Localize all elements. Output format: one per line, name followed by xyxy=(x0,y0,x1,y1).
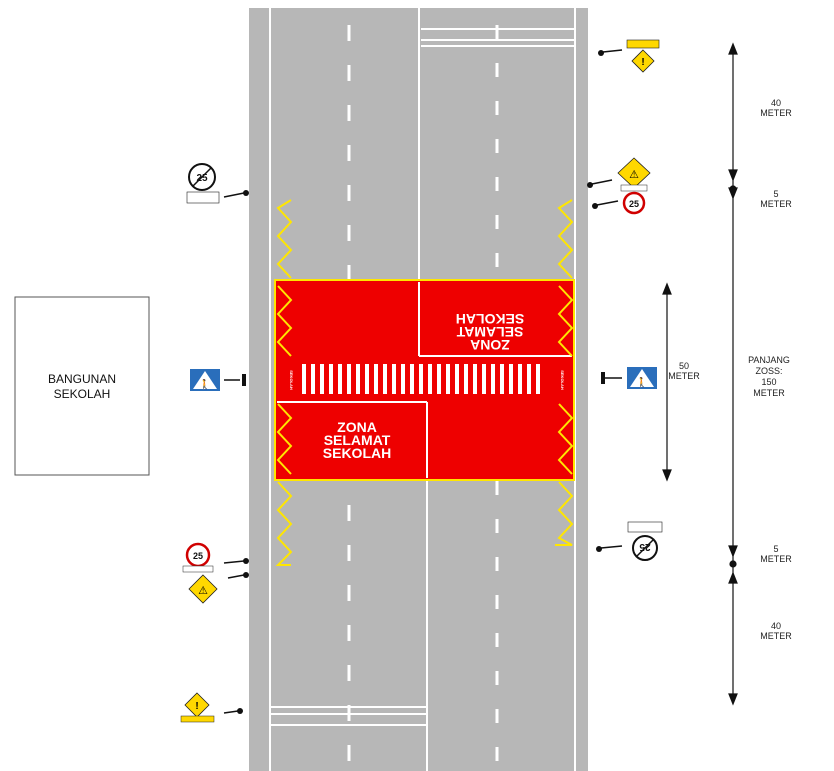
zone-upper-text-3: SEKOLAH xyxy=(456,311,524,327)
school-zone: ZONA SELAMAT SEKOLAH ZONA SELAMAT SEKOLA… xyxy=(274,279,575,481)
zebra-stripe xyxy=(392,364,396,394)
dimension-labels: 40 METER 5 METER 50 METER PANJANG ZOSS: … xyxy=(668,98,792,641)
zigzag-left-zone xyxy=(276,285,293,357)
zigzag-markings xyxy=(275,199,574,566)
pedestrian-icon: 🚶 xyxy=(636,376,648,389)
sign-warning-bottom-left: ! xyxy=(180,692,243,723)
sign-children-crossing-right: ⚠ xyxy=(587,157,651,192)
dim-top-unit: METER xyxy=(760,108,792,118)
school-building: BANGUNAN SEKOLAH xyxy=(14,296,150,476)
sign-speed-limit-left-lower: 25 xyxy=(182,542,249,573)
zebra-stripe xyxy=(365,364,369,394)
zebra-stripe xyxy=(374,364,378,394)
dim-total-line1: PANJANG xyxy=(748,355,790,365)
dim-total-line2: ZOSS: xyxy=(755,366,782,376)
crossing-right-tag: SEKOLAH xyxy=(560,370,565,390)
zebra-stripe xyxy=(302,364,306,394)
zebra-stripe xyxy=(446,364,450,394)
sign-children-crossing-left: ⚠ xyxy=(188,572,249,604)
zigzag-right-zone2 xyxy=(557,403,574,475)
crossing-band xyxy=(277,360,573,398)
zebra-stripe xyxy=(311,364,315,394)
pedestrian-left-icon: 🚶 xyxy=(199,378,211,391)
building-label-line1: BANGUNAN xyxy=(48,372,116,386)
children-icon: ⚠ xyxy=(629,168,639,181)
speed-limit-left-value: 25 xyxy=(196,173,208,184)
dimension-lines xyxy=(662,42,738,706)
zebra-stripe xyxy=(527,364,531,394)
zigzag-right-zone xyxy=(557,285,574,357)
dim-upper-gap-unit: METER xyxy=(760,199,792,209)
exclamation-icon: ! xyxy=(641,57,644,68)
zebra-stripe xyxy=(482,364,486,394)
zone-lower-text-1: ZONA xyxy=(337,419,377,435)
zebra-stripe xyxy=(437,364,441,394)
zebra-stripe xyxy=(500,364,504,394)
zebra-stripe xyxy=(329,364,333,394)
dim-bottom-unit: METER xyxy=(760,631,792,641)
building-label-line2: SEKOLAH xyxy=(54,387,111,401)
zebra-stripe xyxy=(464,364,468,394)
zigzag-left-zone2 xyxy=(276,403,293,475)
sign-post-icon xyxy=(602,49,623,53)
zigzag-right-lower xyxy=(555,481,574,546)
zebra-stripe xyxy=(383,364,387,394)
zone-upper-text-1: ZONA xyxy=(470,337,510,353)
sign-pedestrian-crossing-right: 🚶 xyxy=(601,367,657,389)
zebra-stripe xyxy=(410,364,414,394)
sign-speed-limit-right-upper: 25 xyxy=(592,191,646,215)
zebra-stripe xyxy=(419,364,423,394)
zigzag-left-lower xyxy=(275,481,293,566)
dim-middle-unit: METER xyxy=(668,371,700,381)
sign-pedestrian-crossing-left: 🚶 xyxy=(190,369,246,391)
zebra-stripe xyxy=(455,364,459,394)
dim-total-line3: 150 xyxy=(761,377,776,387)
zebra-stripe xyxy=(509,364,513,394)
zebra-stripe xyxy=(491,364,495,394)
sign-warning-top-right: ! xyxy=(598,39,660,73)
sign-speed-limit-right-lower: 25 xyxy=(596,521,663,561)
zebra-stripe xyxy=(536,364,540,394)
dim-lower-gap-value: 5 xyxy=(773,544,778,554)
dim-total-line4: METER xyxy=(753,388,785,398)
zigzag-left-upper xyxy=(276,199,293,279)
zebra-stripe xyxy=(473,364,477,394)
dim-upper-gap-value: 5 xyxy=(773,189,778,199)
sign-speed-limit-left-upper: 25 xyxy=(186,163,249,204)
speed-limit-value: 25 xyxy=(629,199,639,209)
zebra-crossing xyxy=(302,364,540,394)
zebra-stripe xyxy=(347,364,351,394)
speed-limit-end-value: 25 xyxy=(639,541,651,552)
zebra-stripe xyxy=(401,364,405,394)
zebra-stripe xyxy=(320,364,324,394)
zone-upper-text-2: SELAMAT xyxy=(456,324,523,340)
dim-bottom-value: 40 xyxy=(771,621,781,631)
zone-outline xyxy=(274,279,575,481)
zone-lower-text-2: SELAMAT xyxy=(324,432,391,448)
zigzag-right-upper xyxy=(557,199,574,279)
dim-top-value: 40 xyxy=(771,98,781,108)
zebra-stripe xyxy=(428,364,432,394)
crossing-left-tag: SEKOLAH xyxy=(289,370,294,390)
exclamation-left-icon: ! xyxy=(195,701,198,712)
zone-lower-text-3: SEKOLAH xyxy=(323,445,391,461)
dim-middle-value: 50 xyxy=(679,361,689,371)
children-left-icon: ⚠ xyxy=(198,584,208,597)
zebra-stripe xyxy=(356,364,360,394)
zebra-stripe xyxy=(518,364,522,394)
dim-lower-gap-unit: METER xyxy=(760,554,792,564)
zebra-stripe xyxy=(338,364,342,394)
speed-limit-left-lower-value: 25 xyxy=(193,551,203,561)
